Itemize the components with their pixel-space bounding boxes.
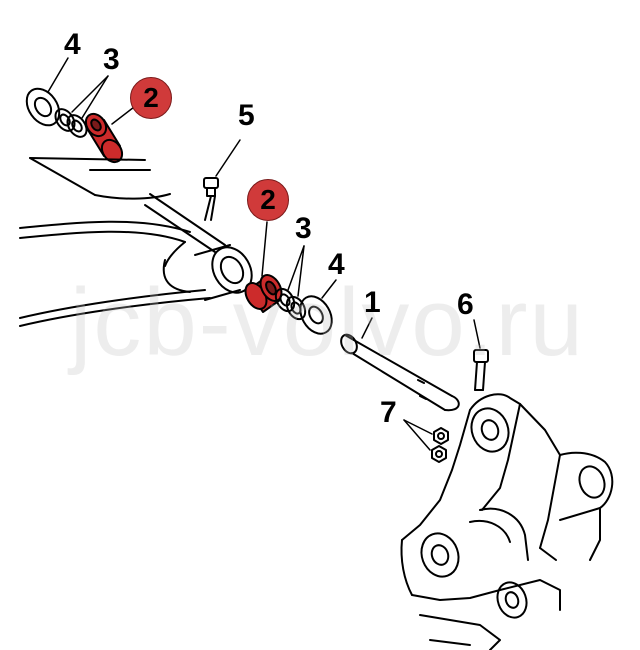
callout-2-top: 2: [130, 77, 172, 119]
callout-2-mid-label: 2: [260, 184, 276, 215]
kingpost-frame: [400, 393, 614, 650]
callout-2-mid: 2: [247, 179, 289, 221]
callout-7: 7: [380, 396, 397, 429]
pivot-pin-1: [340, 317, 460, 412]
callout-1: 1: [364, 286, 381, 319]
callout-5: 5: [238, 99, 255, 132]
callout-4-mid: 4: [328, 248, 345, 281]
mid-bushing-2: [244, 221, 283, 313]
callout-6: 6: [457, 288, 474, 321]
mid-seals-3: [274, 245, 307, 321]
mid-washer-4: [299, 279, 337, 335]
callout-2-top-label: 2: [143, 82, 159, 113]
grease-nipple-5: [203, 139, 241, 221]
top-bushing-2: [84, 112, 124, 164]
callout-3-mid: 3: [295, 212, 312, 245]
nuts-7: [403, 419, 449, 463]
top-seals-3: [54, 108, 88, 138]
callout-4-top: 4: [64, 28, 81, 61]
top-washer-4: [25, 87, 61, 127]
callout-3-top: 3: [103, 43, 120, 76]
boom-arm: [19, 157, 253, 327]
bolt-6: [473, 319, 489, 391]
